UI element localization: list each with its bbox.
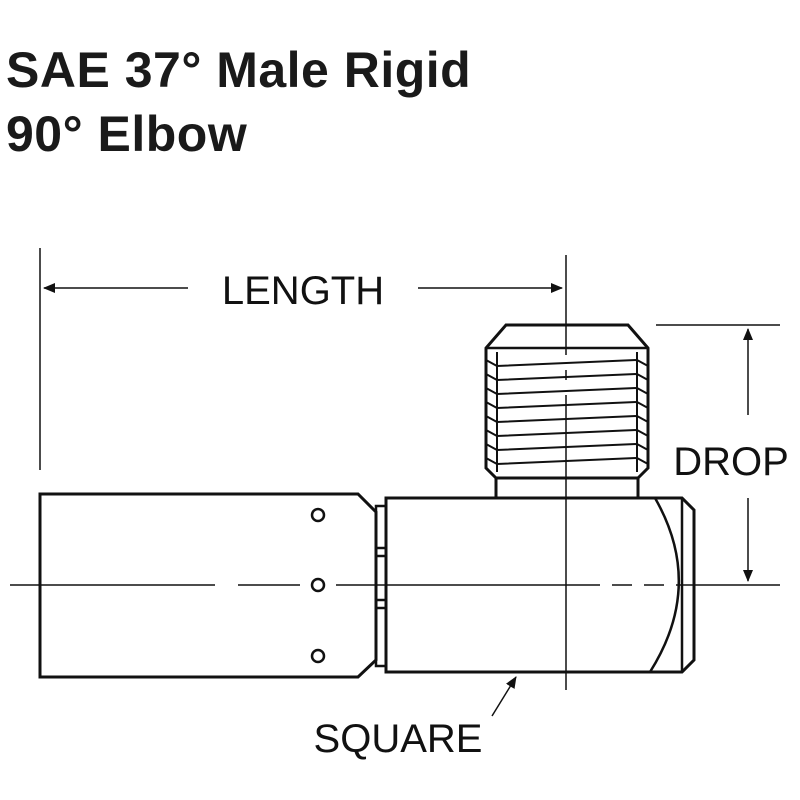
page-title: SAE 37° Male Rigid 90° Elbow bbox=[6, 38, 471, 166]
length-label: LENGTH bbox=[222, 269, 384, 313]
crimp-dot-middle bbox=[310, 577, 326, 593]
crimp-dot-bottom bbox=[310, 648, 326, 664]
thread-neck bbox=[494, 476, 640, 500]
thread-lines bbox=[485, 352, 649, 472]
title-line-1: SAE 37° Male Rigid bbox=[6, 42, 472, 98]
crimp-dot-top bbox=[310, 507, 326, 523]
square-label: SQUARE bbox=[314, 717, 483, 761]
title-line-2: 90° Elbow bbox=[6, 106, 248, 162]
square-leader bbox=[491, 676, 517, 717]
male-thread-stem bbox=[484, 323, 650, 480]
drop-label: DROP bbox=[673, 440, 789, 484]
